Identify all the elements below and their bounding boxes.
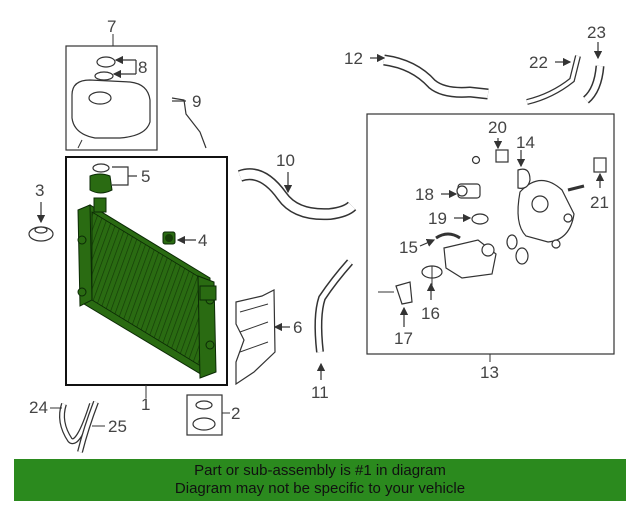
callout-11[interactable]: 11 bbox=[311, 383, 329, 402]
upper-radiator-hose bbox=[238, 169, 356, 219]
vent-hose bbox=[78, 401, 98, 453]
reservoir-cap bbox=[96, 56, 116, 68]
callout-2[interactable]: 2 bbox=[231, 404, 240, 423]
callout-6[interactable]: 6 bbox=[293, 318, 302, 337]
temperature-sensor bbox=[456, 183, 481, 199]
gasket-15 bbox=[435, 232, 461, 240]
overflow-hose bbox=[171, 97, 207, 149]
callout-5[interactable]: 5 bbox=[141, 167, 150, 186]
drain-plug bbox=[162, 231, 176, 245]
callout-16[interactable]: 16 bbox=[421, 304, 440, 323]
lower-radiator-hose bbox=[315, 260, 352, 353]
heater-hose-a bbox=[526, 55, 580, 104]
water-pipe bbox=[383, 56, 489, 98]
callout-24[interactable]: 24 bbox=[29, 398, 48, 417]
callout-7[interactable]: 7 bbox=[107, 17, 116, 36]
callout-25[interactable]: 25 bbox=[108, 417, 127, 436]
radiator-cap bbox=[89, 173, 113, 194]
heater-hose-b bbox=[583, 65, 603, 103]
leader-5 bbox=[112, 166, 129, 186]
callout-14[interactable]: 14 bbox=[516, 133, 535, 152]
fitting-17 bbox=[395, 281, 413, 305]
callout-9[interactable]: 9 bbox=[192, 92, 201, 111]
fitment-notice-banner: Part or sub-assembly is #1 in diagram Di… bbox=[14, 459, 626, 501]
gasket-14 bbox=[517, 168, 531, 189]
o-ring-19 bbox=[471, 213, 489, 225]
banner-line-2: Diagram may not be specific to your vehi… bbox=[174, 480, 466, 497]
reservoir-seal bbox=[94, 71, 114, 81]
callout-21[interactable]: 21 bbox=[590, 193, 609, 212]
sensor-21 bbox=[593, 157, 607, 173]
callout-4[interactable]: 4 bbox=[198, 231, 207, 250]
coolant-reservoir bbox=[71, 79, 151, 149]
callout-12[interactable]: 12 bbox=[344, 49, 363, 68]
callout-8[interactable]: 8 bbox=[138, 58, 147, 77]
callout-17[interactable]: 17 bbox=[394, 329, 413, 348]
sensor-20 bbox=[495, 149, 509, 163]
radiator[interactable] bbox=[77, 197, 217, 379]
callout-3[interactable]: 3 bbox=[35, 181, 44, 200]
mount-bushing-lower bbox=[192, 400, 216, 431]
banner-line-1: Part or sub-assembly is #1 in diagram bbox=[194, 462, 446, 479]
air-guard bbox=[235, 289, 276, 386]
callout-1[interactable]: 1 bbox=[141, 395, 150, 414]
mount-bushing-upper bbox=[28, 226, 54, 242]
callout-23[interactable]: 23 bbox=[587, 23, 606, 42]
callout-10[interactable]: 10 bbox=[276, 151, 295, 170]
o-ring-small bbox=[92, 163, 110, 173]
callout-15[interactable]: 15 bbox=[399, 238, 418, 257]
bypass-hose bbox=[60, 403, 94, 443]
callout-20[interactable]: 20 bbox=[488, 118, 507, 137]
callout-22[interactable]: 22 bbox=[529, 53, 548, 72]
callout-19[interactable]: 19 bbox=[428, 209, 447, 228]
water-outlet-housing bbox=[443, 179, 575, 279]
callout-13[interactable]: 13 bbox=[480, 363, 499, 382]
callout-18[interactable]: 18 bbox=[415, 185, 434, 204]
